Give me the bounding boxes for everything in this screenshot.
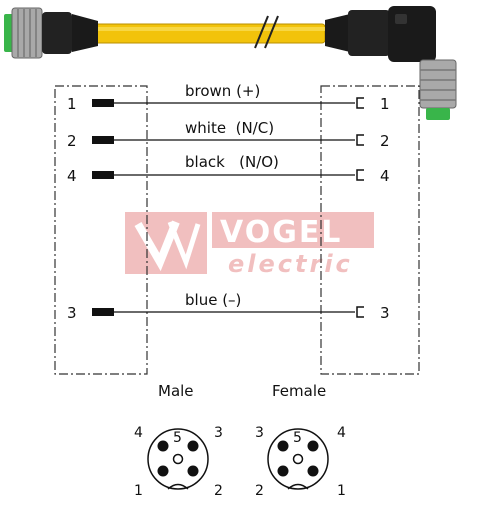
pin-dot [187,465,199,477]
pin-dot [277,465,289,477]
wire-label: blue (–) [185,291,241,309]
pin-label: 1 [337,483,346,499]
pin-dot [277,440,289,452]
female-title: Female [272,382,326,400]
female-socket [356,97,364,109]
pin-dot [307,440,319,452]
wire-label: white (N/C) [185,119,274,137]
pin-label: 3 [214,425,223,441]
cable-assembly [4,6,457,120]
pin-label: 5 [293,430,302,446]
pin-label: 2 [255,483,264,499]
wire-row: 1 1 brown (+) [67,82,390,113]
wire-row: 3 3 blue (–) [67,291,390,322]
female-socket [356,134,364,146]
male-pin [92,136,114,144]
female-housing-outline [320,85,420,375]
yellow-cable [94,23,326,44]
vogel-watermark: VOGEL electric [125,212,374,278]
female-angled-connector [325,6,457,120]
wire-row: 2 2 white (N/C) [67,119,390,150]
pin-label: 4 [134,425,143,441]
male-pin [92,171,114,179]
pin-label: 1 [134,483,143,499]
left-pin-number: 3 [67,304,77,322]
pin-label: 5 [173,430,182,446]
pin-label: 2 [214,483,223,499]
wire-label: brown (+) [185,82,260,100]
pin-dot [307,465,319,477]
pin-label: 4 [337,425,346,441]
right-pin-number: 2 [380,132,390,150]
coding-key [287,483,309,490]
pin-dot [157,440,169,452]
pin-center [292,453,304,465]
wire-row: 4 4 black (N/O) [67,153,390,185]
male-housing-outline [54,85,148,375]
wire-label: black (N/O) [185,153,279,171]
male-straight-connector [4,7,98,59]
female-socket [356,306,364,318]
male-title: Male [158,382,194,400]
male-pin [92,308,114,316]
right-pin-number: 1 [380,95,390,113]
left-pin-number: 1 [67,95,77,113]
pin-center [172,453,184,465]
left-pin-number: 2 [67,132,77,150]
male-pin [92,99,114,107]
pin-label: 3 [255,425,264,441]
female-pinout: 3 5 4 2 1 [255,425,346,499]
watermark-sub: electric [228,250,353,278]
male-pinout: 4 5 3 1 2 [134,425,223,499]
female-socket [356,169,364,181]
right-pin-number: 3 [380,304,390,322]
left-pin-number: 4 [67,167,77,185]
cable-break-mark [264,15,279,49]
coding-key [167,483,189,490]
pin-dot [187,440,199,452]
cable-break-mark [254,15,269,49]
watermark-brand: VOGEL [220,215,342,250]
right-pin-number: 4 [380,167,390,185]
pin-dot [157,465,169,477]
